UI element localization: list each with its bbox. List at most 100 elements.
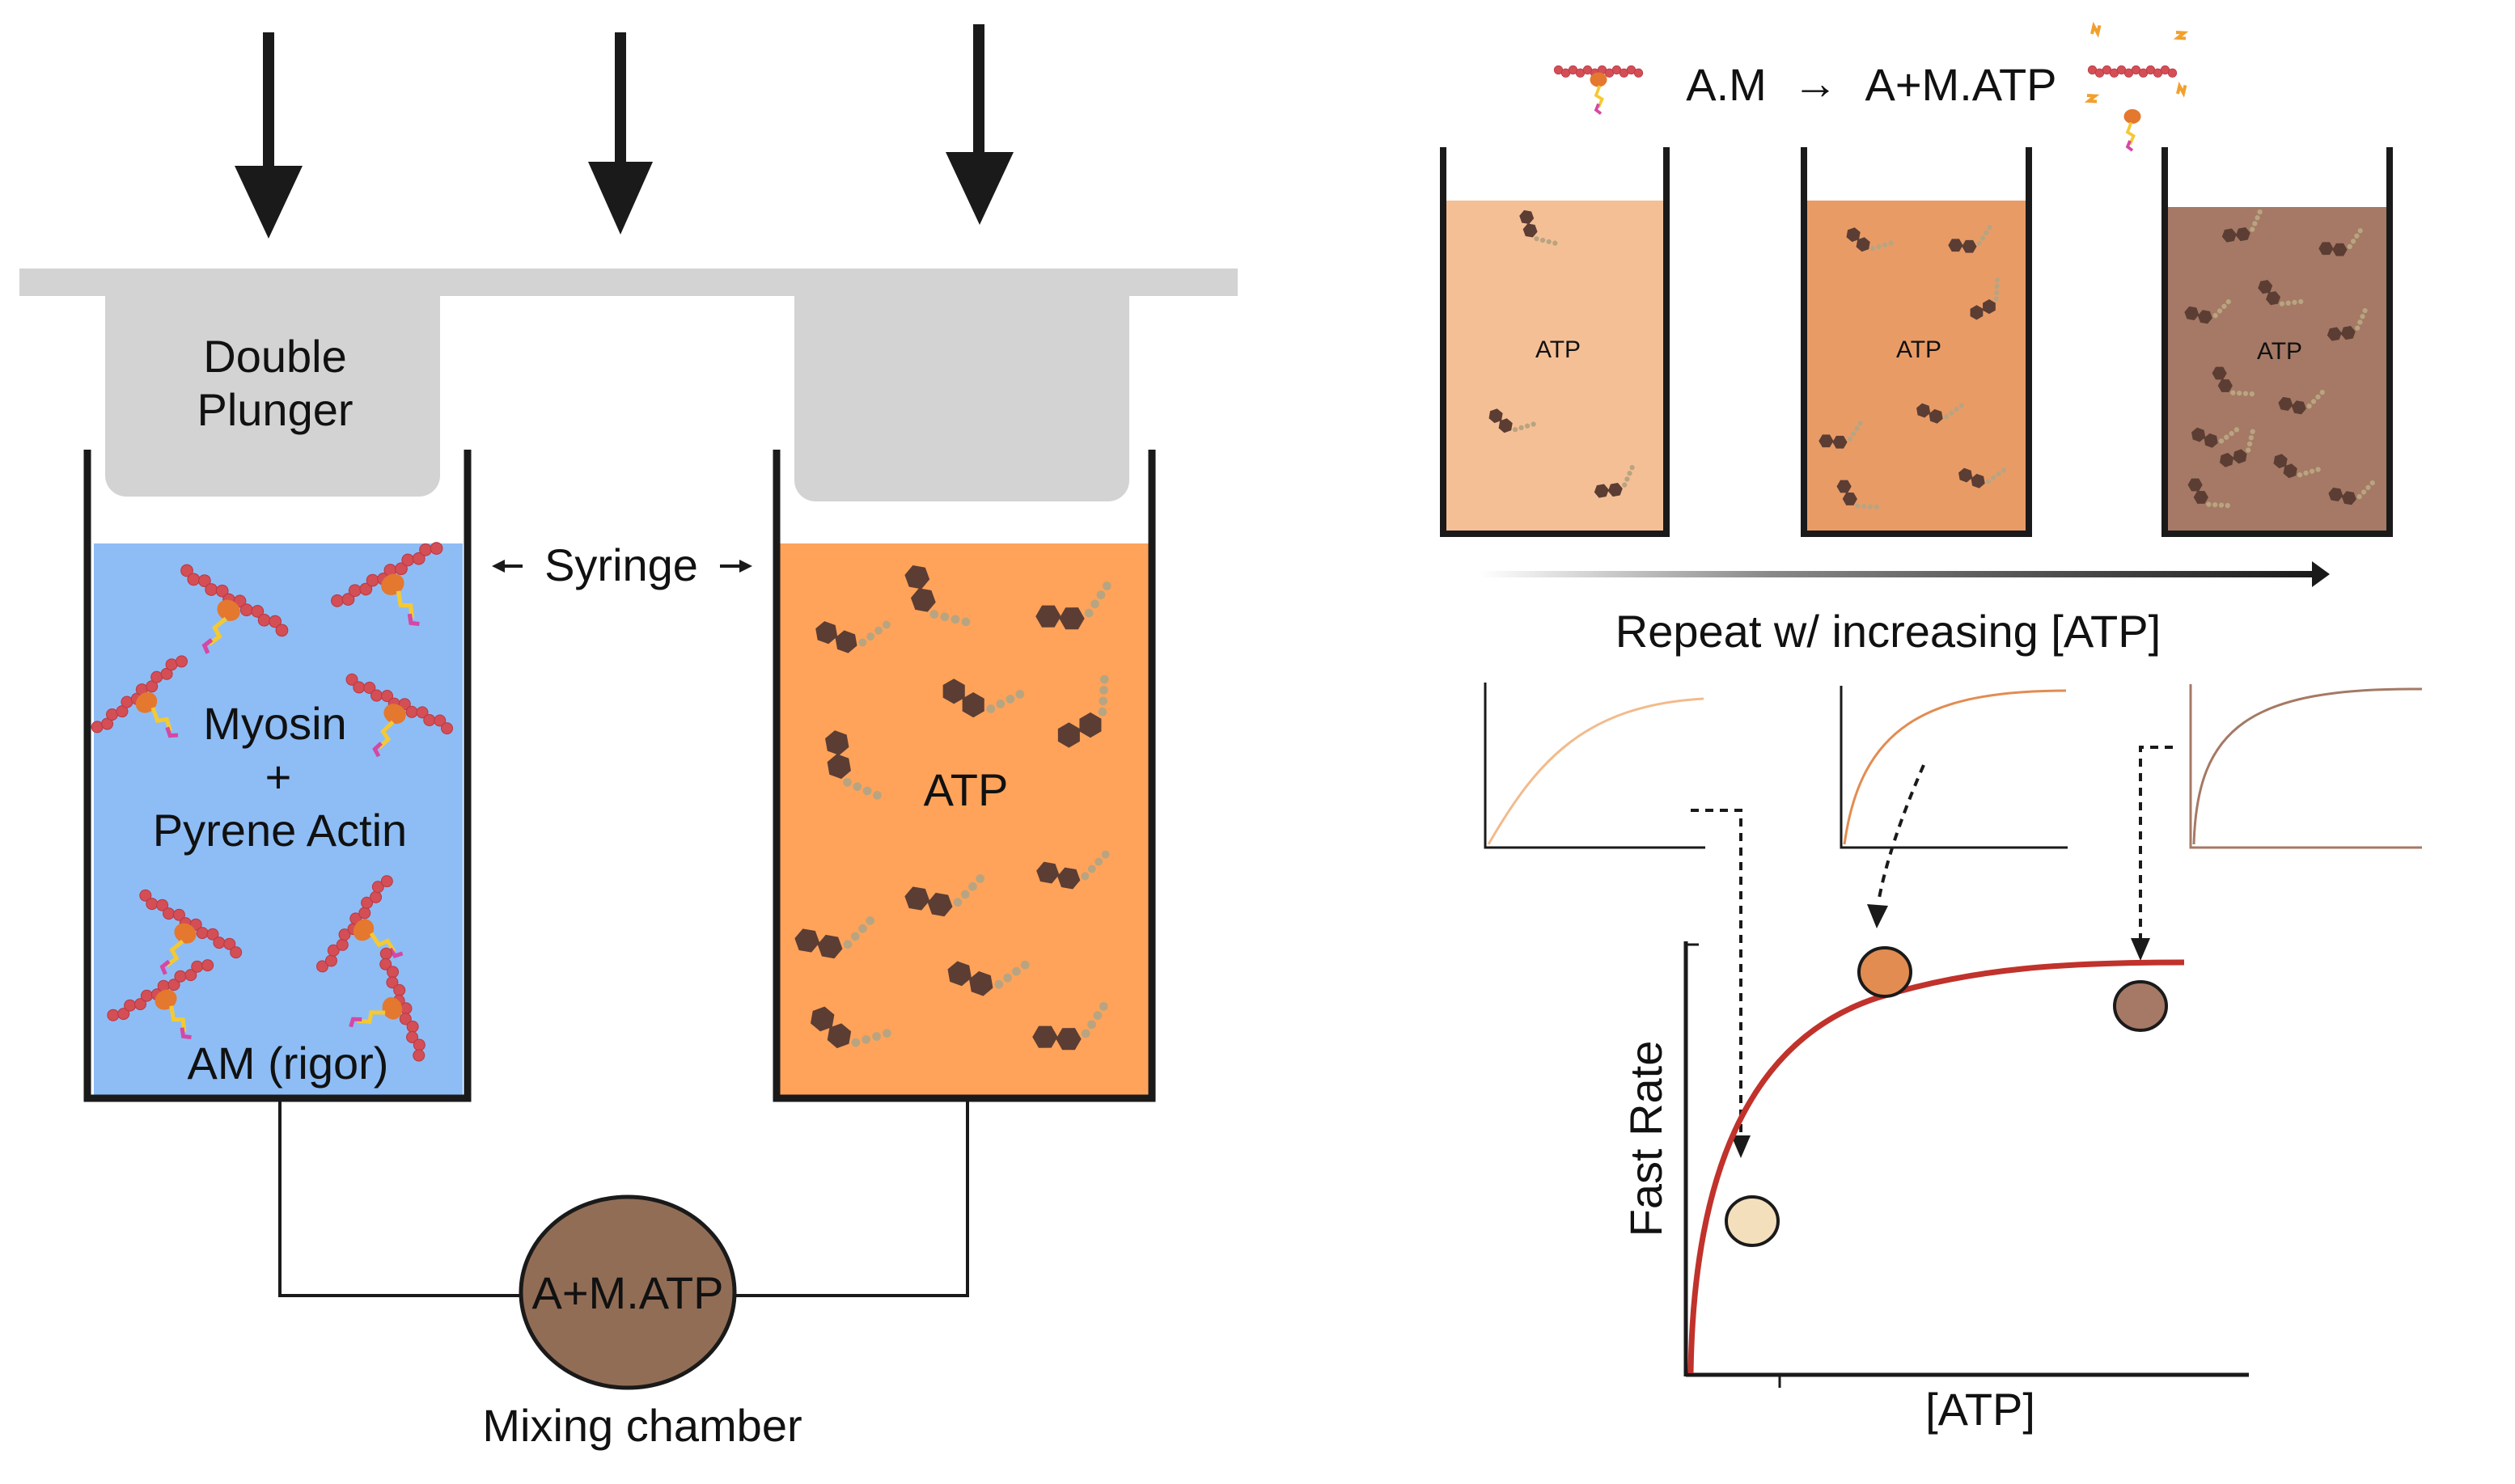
mixing-chamber-caption: Mixing chamber — [482, 1400, 802, 1451]
plunger-label-line1: Double — [203, 331, 346, 382]
plunger-right-head — [794, 268, 1129, 501]
beaker-3-label: ATP — [2257, 338, 2302, 365]
syringe-label: Syringe — [544, 539, 698, 590]
trace-1-curve — [1487, 697, 1704, 845]
left-syringe-bottom-label: AM (rigor) — [188, 1038, 389, 1089]
atp-molecule-icon — [2187, 478, 2230, 509]
actomyosin-icon — [180, 564, 289, 654]
atp-molecule-icon — [815, 620, 891, 653]
beaker-atp-molecules — [1488, 209, 2375, 510]
right-syringe: ATP — [773, 450, 1156, 1102]
atp-molecule-icon — [2212, 366, 2255, 397]
mixing-chamber — [519, 1194, 737, 1390]
right-syringe-label: ATP — [924, 764, 1009, 815]
free-actin-filament-icon — [2087, 65, 2178, 78]
atp-molecule-icon — [1519, 209, 1558, 246]
dissociated-actomyosin-icon — [2084, 21, 2189, 152]
atp-molecule-icon — [2219, 429, 2255, 467]
push-arrows — [235, 24, 1014, 239]
atp-molecule-icon — [1846, 227, 1894, 252]
atp-molecule-icon — [1948, 225, 1992, 253]
reaction-right: A+M.ATP — [1865, 59, 2056, 110]
free-myosin-head-icon — [2123, 109, 2141, 152]
beaker-3-fill — [2168, 207, 2386, 532]
atp-molecule-icon — [1057, 674, 1109, 748]
trace-2 — [1840, 686, 2068, 849]
atp-molecule-icon — [1594, 464, 1635, 498]
atp-molecule-icon — [904, 564, 971, 627]
atp-molecule-icon — [794, 916, 875, 959]
actomyosin-icon — [107, 959, 214, 1040]
data-point-low-atp — [1725, 1195, 1780, 1247]
actomyosin-icon — [1553, 65, 1644, 115]
mixing-chamber-text: A+M.ATP — [531, 1267, 723, 1318]
x-axis-label: [ATP] — [1925, 1384, 2035, 1435]
beaker-1-fill — [1446, 201, 1663, 532]
plunger: Double Plunger — [19, 268, 1238, 501]
repeat-text: Repeat w/ increasing [ATP] — [1615, 606, 2161, 657]
spark-icon — [2176, 81, 2187, 98]
data-point-high-atp — [2113, 980, 2168, 1032]
atp-molecule-icon — [904, 874, 985, 917]
atp-molecule-icon — [810, 1006, 891, 1049]
atp-molecule-icon — [947, 960, 1030, 996]
reaction-left: A.M — [1686, 59, 1767, 110]
atp-molecule-icon — [1036, 850, 1110, 890]
down-arrow-left — [235, 32, 303, 239]
atp-molecule-icon — [2278, 389, 2325, 415]
plunger-label-line2: Plunger — [197, 384, 353, 435]
reaction-arrow: → — [1793, 57, 1838, 108]
atp-molecule-icon — [825, 730, 882, 800]
atp-molecules — [794, 564, 1111, 1051]
left-syringe: Myosin + Pyrene Actin AM (rigor) — [83, 450, 472, 1102]
reaction-header: A.M → A+M.ATP — [1553, 21, 2189, 152]
hyperbolic-fit-curve — [1687, 959, 2185, 1374]
atp-molecule-icon — [2191, 427, 2240, 448]
actomyosin-icon — [316, 875, 404, 973]
rate-chart: Fast Rate [ATP] — [1620, 941, 2249, 1435]
down-arrow-middle — [588, 32, 653, 235]
left-syringe-line2: + — [265, 751, 292, 802]
dashed-arrows — [1691, 746, 2173, 1158]
atp-molecule-icon — [2184, 298, 2231, 324]
actomyosin-icon — [91, 655, 188, 738]
trace-1 — [1484, 683, 1705, 849]
y-axis-label: Fast Rate — [1620, 1041, 1671, 1237]
left-syringe-line1: Myosin — [203, 698, 346, 749]
atp-molecule-icon — [1836, 480, 1879, 510]
spark-icon — [2084, 94, 2100, 104]
data-point-mid-atp — [1857, 946, 1912, 998]
beaker-1: ATP — [1440, 147, 1670, 537]
atp-molecule-icon — [2318, 228, 2363, 256]
actomyosin-icon — [139, 889, 243, 975]
atp-molecule-icon — [2258, 280, 2304, 307]
beaker-3: ATP — [2161, 147, 2393, 537]
spark-icon — [2090, 21, 2102, 38]
trace-3 — [2189, 684, 2423, 849]
small-traces — [1484, 683, 2423, 849]
atp-molecule-icon — [2221, 209, 2263, 243]
atp-molecule-icon — [1035, 581, 1111, 630]
atp-molecule-icon — [1916, 403, 1965, 424]
mixing-system: A+M.ATP Mixing chamber — [278, 1101, 969, 1451]
syringe-label-group: Syringe — [492, 539, 752, 590]
atp-molecule-icon — [2328, 480, 2375, 505]
repeat-arrow: Repeat w/ increasing [ATP] — [1480, 561, 2330, 657]
actomyosin-complexes — [91, 542, 454, 1062]
down-arrow-right — [946, 24, 1014, 225]
plunger-left-head — [105, 268, 440, 497]
atp-molecule-icon — [942, 679, 1025, 718]
atp-molecule-icon — [1970, 277, 2001, 320]
atp-molecule-icon — [1958, 467, 2007, 488]
actomyosin-icon — [1553, 65, 1644, 115]
beaker-1-label: ATP — [1535, 336, 1581, 363]
spark-icon — [2173, 31, 2189, 40]
actomyosin-icon — [331, 542, 443, 627]
beaker-2-label: ATP — [1896, 336, 1941, 363]
trace-3-curve — [2192, 687, 2423, 845]
atp-molecule-icon — [2327, 307, 2368, 341]
right-tube — [733, 1101, 969, 1297]
beakers: ATP ATP ATP — [1440, 147, 2393, 537]
beaker-2-fill — [1807, 201, 2026, 532]
